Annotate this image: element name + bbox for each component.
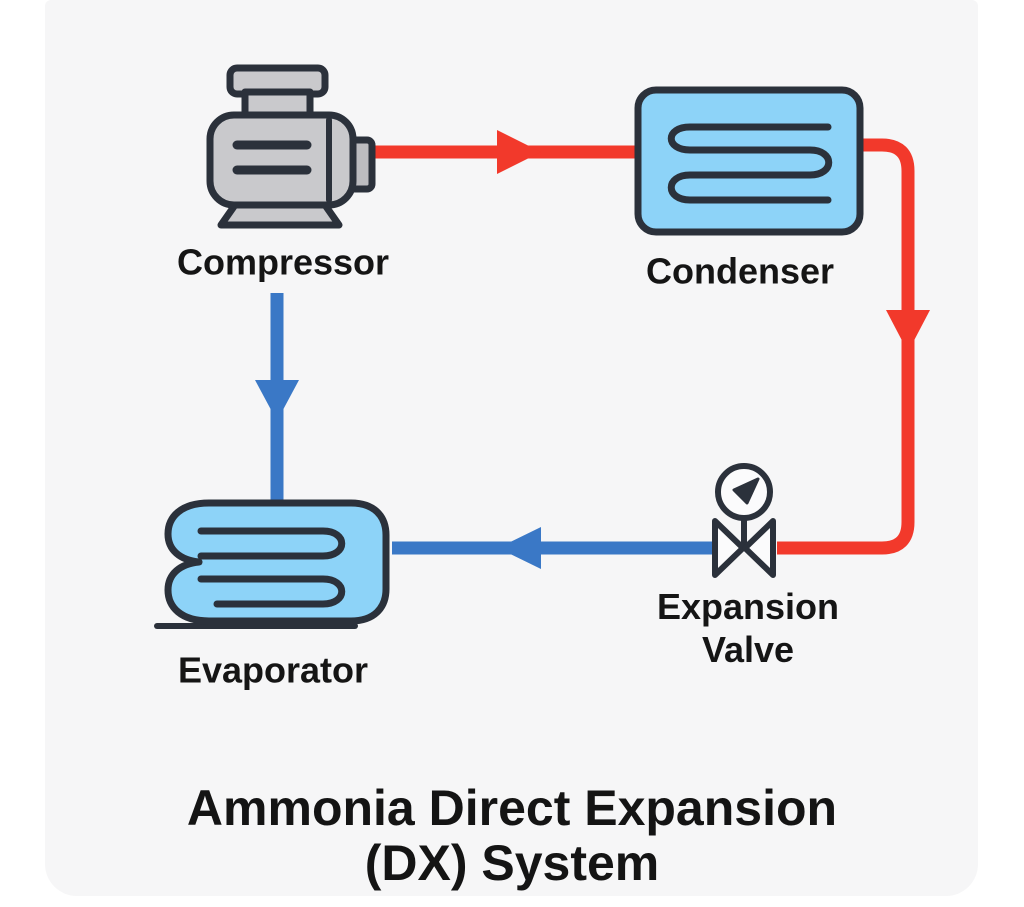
compressor-icon — [206, 64, 376, 229]
diagram-title-line2: (DX) System — [364, 835, 660, 891]
evaporator-label: Evaporator — [177, 649, 369, 691]
hot-arrow-right-icon — [497, 130, 541, 174]
expansion-valve-label: Expansion Valve — [657, 585, 839, 671]
hot-pipe-condenser-to-expansion-valve — [777, 138, 930, 555]
expansion-valve-label-line2: Valve — [701, 629, 795, 670]
cold-arrow-left-icon — [498, 527, 541, 569]
condenser-label: Condenser — [645, 250, 835, 292]
hot-arrow-down-icon — [886, 310, 930, 352]
compressor-label: Compressor — [176, 241, 390, 283]
valve-gauge-needle — [732, 477, 760, 505]
valve-body-right — [742, 518, 776, 578]
diagram-title: Ammonia Direct Expansion (DX) System — [187, 781, 837, 891]
cold-arrow-down-icon — [255, 380, 299, 421]
cold-pipe-expansion-valve-to-evaporator — [392, 527, 715, 569]
evaporator-coil-lower — [197, 575, 346, 608]
evaporator-icon — [154, 499, 390, 629]
hot-pipe-compressor-to-condenser — [368, 130, 642, 174]
condenser-icon — [634, 86, 864, 236]
diagram-title-line1: Ammonia Direct Expansion — [186, 780, 838, 836]
condenser-coil — [667, 123, 833, 204]
valve-body-left — [712, 518, 746, 578]
evaporator-coil-upper — [197, 527, 346, 560]
expansion-valve-icon — [712, 463, 776, 578]
compressor-body — [206, 111, 357, 209]
expansion-valve-label-line1: Expansion — [656, 586, 840, 627]
cold-pipe-compressor-to-evaporator — [255, 293, 299, 508]
